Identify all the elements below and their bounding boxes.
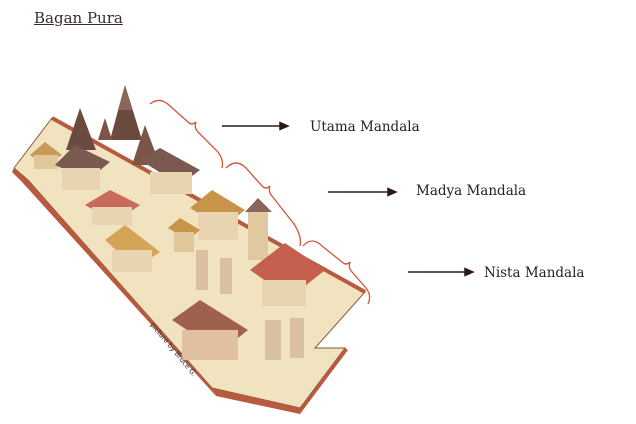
page-title: Bagan Pura — [34, 9, 123, 27]
bracket-utama — [149, 99, 224, 169]
label-nista-mandala: Nista Mandala — [484, 265, 585, 281]
zone-brackets — [149, 99, 371, 305]
bracket-madya — [225, 162, 302, 247]
bracket-nista — [302, 240, 371, 305]
label-utama-mandala: Utama Mandala — [310, 119, 420, 135]
temple-buildings — [30, 85, 325, 360]
label-madya-mandala: Madya Mandala — [416, 183, 527, 199]
